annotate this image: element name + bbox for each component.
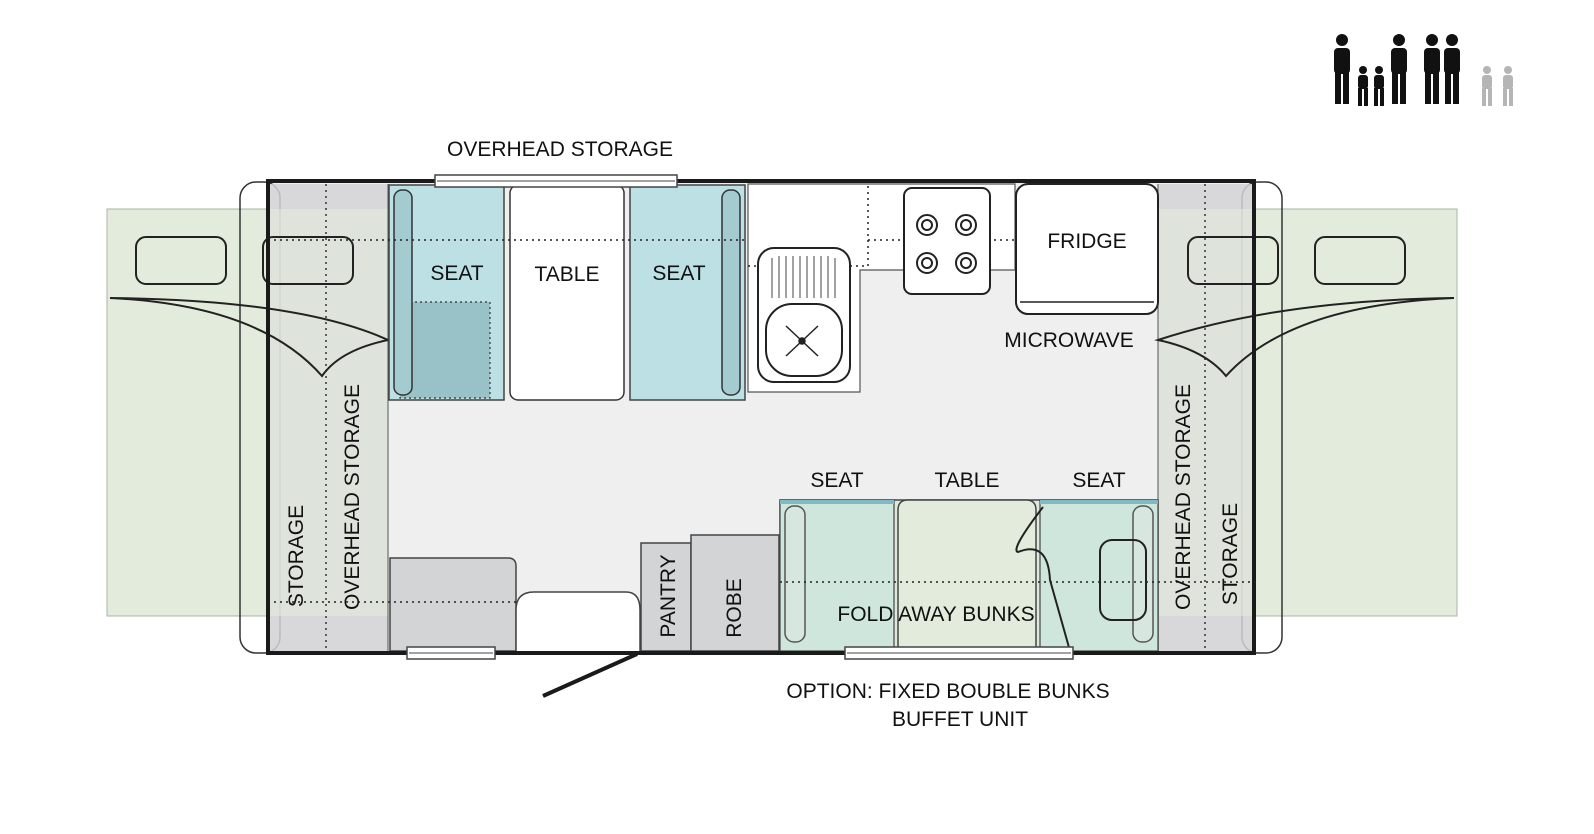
occupancy-icons [1334, 34, 1513, 106]
seat-top-right-back [721, 189, 741, 396]
occupancy-faded-icons [1482, 66, 1513, 106]
bunk-sheet-fold [1015, 506, 1071, 652]
kitchen-overhead-line [748, 186, 869, 267]
label-microwave: MICROWAVE [1004, 329, 1134, 352]
seat-bottom-right-back [1132, 505, 1154, 643]
pillow-right-inner [1187, 236, 1279, 285]
label-seat-top-left: SEAT [430, 262, 483, 285]
front-cabinet [389, 557, 517, 652]
seat-bottom-left-back [784, 505, 806, 643]
label-fold-away-bunks: FOLD AWAY BUNKS [837, 603, 1034, 626]
entry-step [515, 591, 641, 651]
sink-drain-icon [785, 325, 819, 357]
label-storage-left: STORAGE [285, 505, 308, 607]
left-bed-sheet-fold [109, 297, 392, 378]
table-top [509, 184, 625, 401]
entry-door [542, 652, 638, 698]
adult-male-icon [1444, 34, 1460, 104]
pantry [640, 542, 692, 652]
child-faded-icon [1482, 66, 1492, 106]
pillow-left-outer [135, 236, 227, 285]
label-storage-right: STORAGE [1219, 503, 1242, 605]
child-faded-icon [1503, 66, 1513, 106]
child-icon [1358, 66, 1368, 106]
label-table-bottom: TABLE [935, 469, 1000, 492]
cooktop [903, 187, 991, 295]
label-seat-bottom-right: SEAT [1072, 469, 1125, 492]
fridge [1015, 183, 1159, 315]
pillow-left-inner [262, 236, 354, 285]
right-bed-sheet-fold [1154, 297, 1455, 378]
seat-top-left-back [393, 189, 413, 396]
label-table-top: TABLE [535, 263, 600, 286]
label-seat-top-right: SEAT [652, 262, 705, 285]
cooktop-burners [916, 214, 977, 274]
label-overhead-storage-top: OVERHEAD STORAGE [447, 138, 673, 161]
left-bed-overlap [268, 209, 388, 616]
label-overhead-storage-left: OVERHEAD STORAGE [341, 384, 364, 610]
robe [690, 534, 780, 652]
label-overhead-storage-right: OVERHEAD STORAGE [1172, 384, 1195, 610]
label-option-line2: BUFFET UNIT [892, 708, 1028, 731]
label-robe: ROBE [723, 578, 746, 638]
adult-female-icon [1334, 34, 1350, 104]
label-pantry: PANTRY [657, 554, 680, 637]
occupancy-solid-icons [1334, 34, 1460, 106]
table-bottom [897, 499, 1037, 651]
label-seat-bottom-left: SEAT [810, 469, 863, 492]
pillow-right-outer [1314, 236, 1406, 285]
adult-male-icon [1391, 34, 1407, 104]
label-option-line1: OPTION: FIXED BOUBLE BUNKS [786, 680, 1109, 703]
seat-top-left-storage [399, 301, 491, 399]
right-bed-overlap [1158, 209, 1254, 616]
bunk-pillow [1099, 539, 1147, 621]
adult-female-icon [1424, 34, 1440, 104]
sink-drainer [771, 256, 836, 298]
child-icon [1374, 66, 1384, 106]
label-fridge: FRIDGE [1047, 230, 1126, 253]
